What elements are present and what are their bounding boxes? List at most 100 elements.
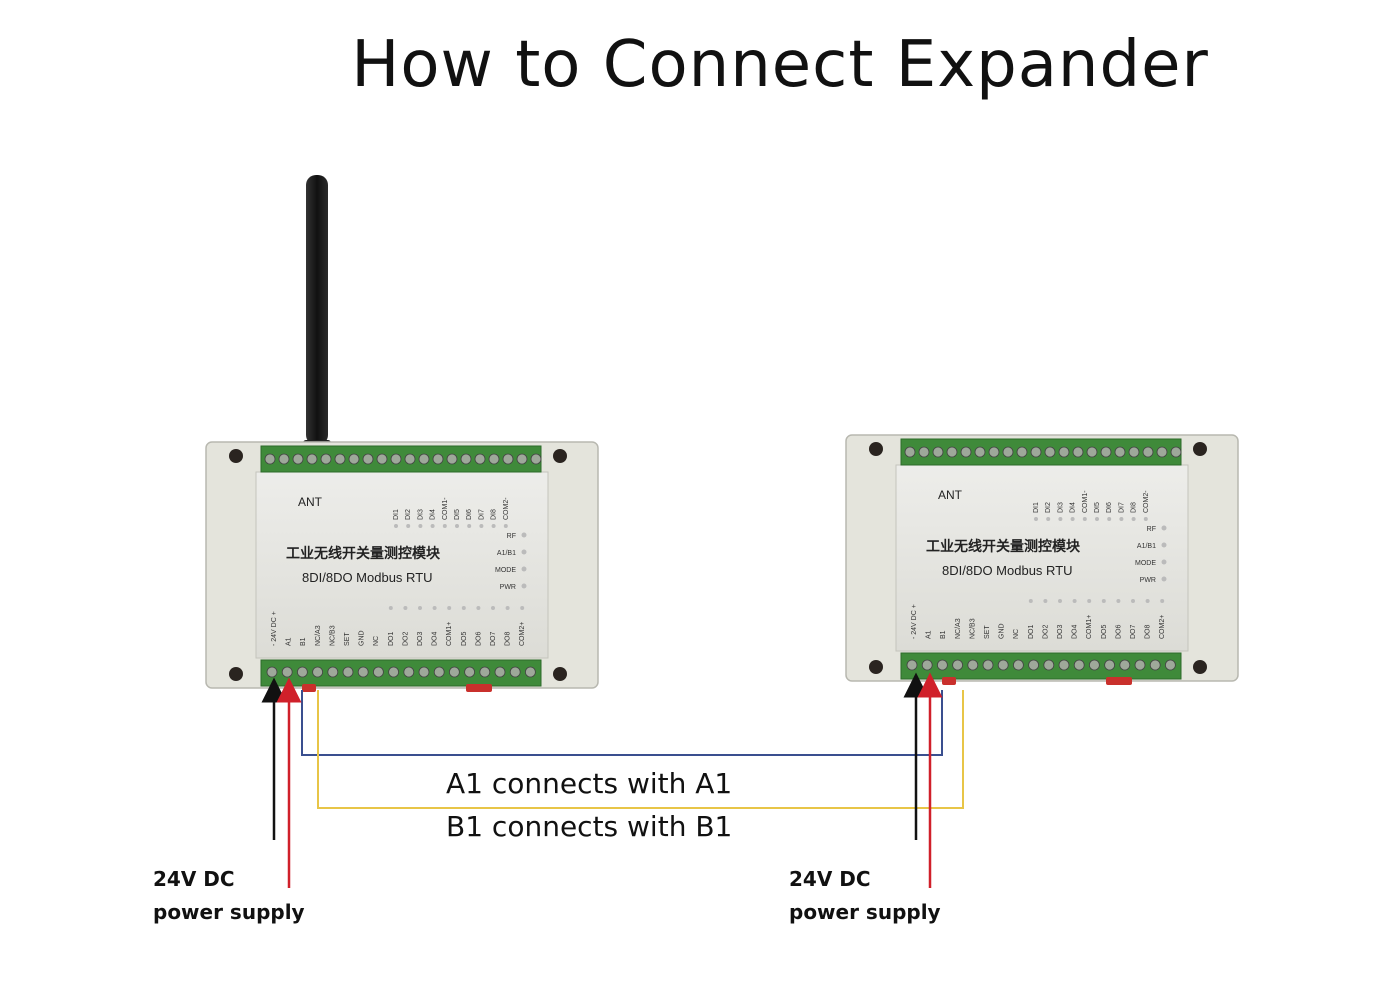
antenna: [303, 175, 331, 466]
bottom-terminal-label: DO7: [490, 632, 497, 647]
status-led-label: PWR: [500, 584, 516, 591]
bottom-terminal-label: DO4: [432, 632, 439, 647]
terminal-screw: [904, 446, 916, 458]
bottom-terminal-label: NC: [1013, 629, 1020, 639]
input-led: [467, 524, 472, 528]
terminal-screw: [1044, 446, 1056, 458]
bottom-terminal-label: DO3: [1057, 625, 1064, 640]
bottom-terminal-label: SET: [344, 632, 351, 646]
terminal-screw: [1142, 446, 1154, 458]
bottom-terminal-label: A1: [286, 637, 293, 646]
top-terminal-label: DI8: [1131, 502, 1138, 513]
bottom-terminal-label: DO7: [1130, 625, 1137, 640]
terminal-screw: [376, 453, 388, 465]
terminal-screw: [1170, 446, 1182, 458]
mounting-hole: [1193, 660, 1207, 674]
terminal-screw: [312, 666, 324, 678]
power-supply-voltage: 24V DC: [789, 867, 871, 891]
terminal-screw: [906, 659, 918, 671]
input-led: [1131, 517, 1136, 521]
output-led: [1145, 599, 1150, 603]
terminal-screw: [509, 666, 521, 678]
bottom-terminal-label: DO5: [461, 632, 468, 647]
status-led: [521, 566, 527, 572]
input-led: [503, 524, 508, 528]
red-tab: [942, 677, 956, 685]
terminal-screw: [997, 659, 1009, 671]
status-led: [1161, 542, 1167, 548]
output-led: [403, 606, 408, 610]
top-terminal-label: DI4: [1070, 502, 1077, 513]
terminal-screw: [460, 453, 472, 465]
reset-button: [1106, 677, 1132, 685]
terminal-screw: [1149, 659, 1161, 671]
mounting-hole: [869, 442, 883, 456]
terminal-screw: [403, 666, 415, 678]
bottom-terminal-label: NC/B3: [969, 618, 976, 639]
mounting-hole: [553, 667, 567, 681]
terminal-screw: [418, 666, 430, 678]
terminal-screw: [918, 446, 930, 458]
bottom-terminal-label: DO1: [1028, 625, 1035, 640]
terminal-screw: [278, 453, 290, 465]
top-terminal-label: DI2: [405, 509, 412, 520]
output-led: [1131, 599, 1135, 603]
terminal-screw: [1104, 659, 1115, 671]
input-led: [1070, 517, 1075, 521]
terminal-screw: [362, 453, 374, 465]
output-led: [461, 606, 466, 610]
a1-wire: [301, 690, 943, 756]
top-terminal-label: DI3: [417, 509, 424, 520]
terminal-screw: [1134, 659, 1146, 671]
power-supply-label-2: 24V DC power supply: [789, 863, 941, 929]
terminal-screw: [974, 446, 986, 458]
status-led: [521, 549, 527, 555]
bottom-terminal-label: DO8: [1145, 625, 1152, 640]
terminal-screw: [1100, 446, 1112, 458]
terminal-screw: [296, 666, 308, 678]
power-supply-text: power supply: [789, 900, 941, 924]
output-led: [1160, 599, 1165, 603]
ant-label: ANT: [298, 495, 323, 509]
terminal-screw: [264, 453, 276, 465]
status-led: [1161, 559, 1167, 565]
top-terminal-label: COM1-: [442, 497, 449, 520]
terminal-screw: [432, 453, 444, 465]
mounting-hole: [553, 449, 567, 463]
top-terminal-label: DI4: [430, 509, 437, 520]
status-led: [521, 532, 527, 538]
output-led: [1028, 599, 1033, 603]
module-model: 8DI/8DO Modbus RTU: [302, 570, 433, 585]
input-led: [1119, 517, 1124, 521]
terminal-screw: [281, 666, 293, 678]
top-terminal-label: DI5: [454, 509, 461, 520]
output-led: [520, 606, 525, 610]
top-terminal-label: DI7: [1118, 502, 1125, 513]
module-name-cn: 工业无线开关量测控模块: [286, 545, 441, 562]
mounting-hole: [869, 660, 883, 674]
top-terminal-label: DI7: [478, 509, 485, 520]
output-led: [447, 606, 452, 610]
terminal-screw: [464, 666, 476, 678]
ant-label: ANT: [938, 488, 963, 502]
output-led: [1101, 599, 1106, 603]
page-title: How to Connect Expander: [351, 28, 1209, 102]
terminal-screw: [292, 453, 304, 465]
terminal-screw: [988, 446, 1000, 458]
terminal-screw: [388, 666, 400, 678]
input-led: [1034, 517, 1038, 521]
terminal-screw: [372, 666, 384, 678]
output-led: [432, 606, 437, 610]
output-led: [505, 606, 510, 610]
input-led: [1046, 517, 1051, 521]
input-led: [1095, 517, 1099, 521]
bottom-terminal-label: DO5: [1101, 625, 1108, 640]
terminal-screw: [1128, 446, 1140, 458]
terminal-screw: [1086, 446, 1098, 458]
terminal-screw: [982, 659, 994, 671]
module-name-cn: 工业无线开关量测控模块: [926, 538, 1081, 555]
terminal-screw: [494, 666, 506, 678]
bottom-terminal-label: DO3: [417, 632, 424, 647]
terminal-screw: [1030, 446, 1042, 458]
